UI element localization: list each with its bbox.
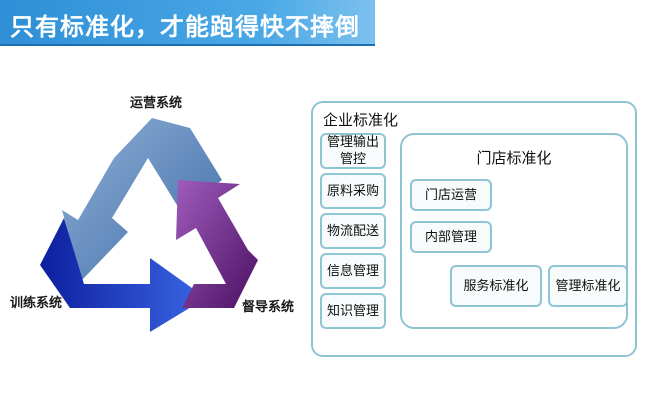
cycle-label-operations: 运营系统 [130, 96, 183, 111]
cycle-arrows [40, 118, 258, 332]
cycle-label-supervision: 督导系统 [242, 300, 295, 315]
enterprise-item-information: 信息管理 [320, 253, 386, 289]
enterprise-item-knowledge: 知识管理 [320, 293, 386, 329]
enterprise-panel: 企业标准化 管理输出管控 原料采购 物流配送 信息管理 知识管理 门店标准化 门… [311, 101, 637, 357]
header-banner: 只有标准化，才能跑得快不摔倒 [0, 0, 375, 46]
store-item-internal-management: 内部管理 [410, 221, 492, 253]
supervision-arrow [176, 180, 258, 308]
enterprise-title: 企业标准化 [323, 111, 399, 129]
training-arrow [40, 218, 206, 332]
store-panel: 门店标准化 门店运营 内部管理 服务标准化 管理标准化 [400, 133, 628, 329]
store-item-service-standard: 服务标准化 [450, 265, 542, 307]
operations-arrow [62, 118, 222, 280]
store-item-management-standard: 管理标准化 [548, 265, 628, 307]
store-title: 门店标准化 [476, 149, 552, 167]
cycle-label-training: 训练系统 [10, 296, 63, 311]
enterprise-item-procurement: 原料采购 [320, 173, 386, 209]
enterprise-item-management-output: 管理输出管控 [320, 133, 386, 169]
page-title: 只有标准化，才能跑得快不摔倒 [10, 13, 360, 41]
cycle-diagram: 运营系统 训练系统 督导系统 [0, 60, 310, 400]
enterprise-item-logistics: 物流配送 [320, 213, 386, 249]
store-item-operations: 门店运营 [410, 179, 492, 211]
